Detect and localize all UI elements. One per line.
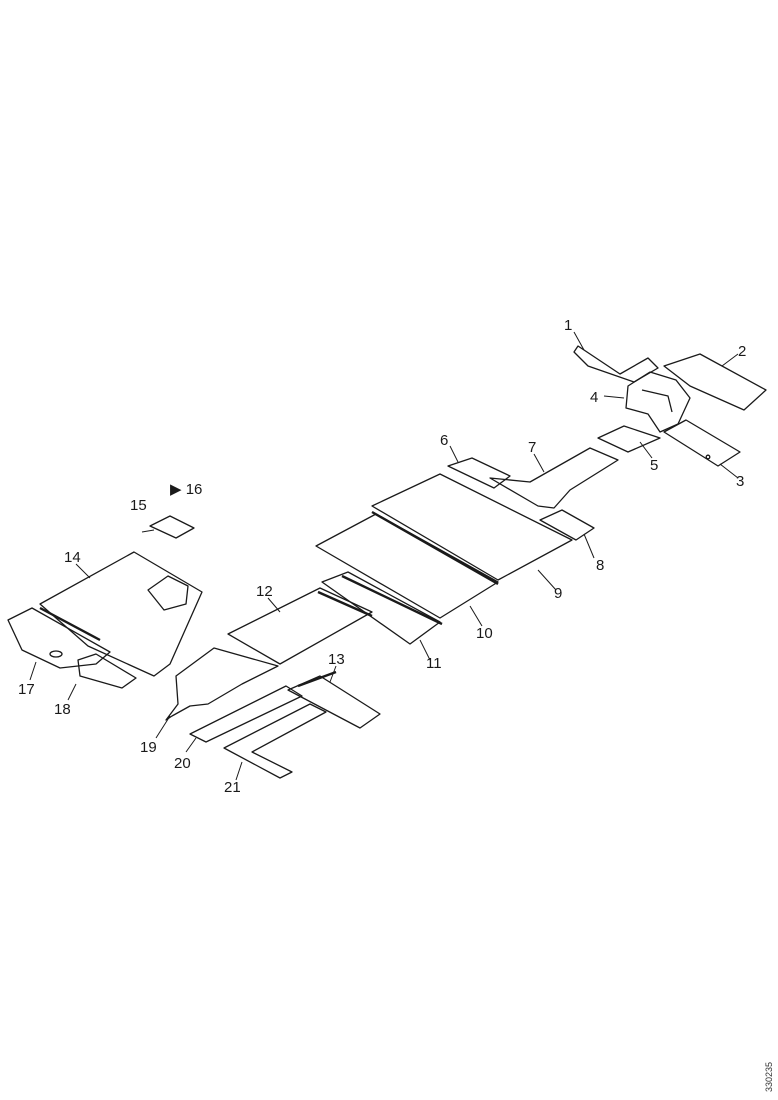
part-14-floor-panel xyxy=(39,551,203,677)
callout-3: 3 xyxy=(736,473,744,490)
callout-14: 14 xyxy=(64,549,81,566)
part-7-strip xyxy=(489,447,619,509)
callout-6: 6 xyxy=(440,432,448,449)
part-6-panel xyxy=(447,457,511,489)
callout-15: 15 xyxy=(130,497,147,514)
callout-8: 8 xyxy=(596,557,604,574)
part-2-panel xyxy=(663,353,767,411)
part-13-bracket xyxy=(287,670,381,729)
part-19-strip xyxy=(165,647,279,721)
part-3-panel xyxy=(663,419,741,467)
callout-2: 2 xyxy=(738,343,746,360)
part-15-plate xyxy=(149,515,195,539)
callout-10: 10 xyxy=(476,625,493,642)
part-17-panel xyxy=(7,607,111,669)
callout-7: 7 xyxy=(528,439,536,456)
part-1-panel xyxy=(573,345,659,383)
part-21-strip xyxy=(223,703,327,779)
callout-11: 11 xyxy=(426,655,442,672)
callout-9: 9 xyxy=(554,585,562,602)
part-18-panel xyxy=(77,653,137,689)
detail-reference-16: ▶ 16 xyxy=(170,481,202,498)
callout-21: 21 xyxy=(224,779,241,796)
callout-5: 5 xyxy=(650,457,658,474)
drawing-reference-code: 330235 xyxy=(764,1061,774,1092)
leader-lines xyxy=(29,331,739,781)
callout-1: 1 xyxy=(564,317,572,334)
part-8-panel xyxy=(539,509,595,541)
callout-12: 12 xyxy=(256,583,273,600)
part-11-panel xyxy=(321,571,441,645)
callout-13: 13 xyxy=(328,651,345,668)
callout-17: 17 xyxy=(18,681,35,698)
part-12-panel xyxy=(227,587,373,665)
part-5-panel xyxy=(597,425,661,453)
callout-20: 20 xyxy=(174,755,191,772)
callout-4: 4 xyxy=(590,389,598,406)
callout-19: 19 xyxy=(140,739,157,756)
part-20-strip xyxy=(189,685,303,743)
callout-18: 18 xyxy=(54,701,71,718)
part-10-panel xyxy=(315,513,499,626)
